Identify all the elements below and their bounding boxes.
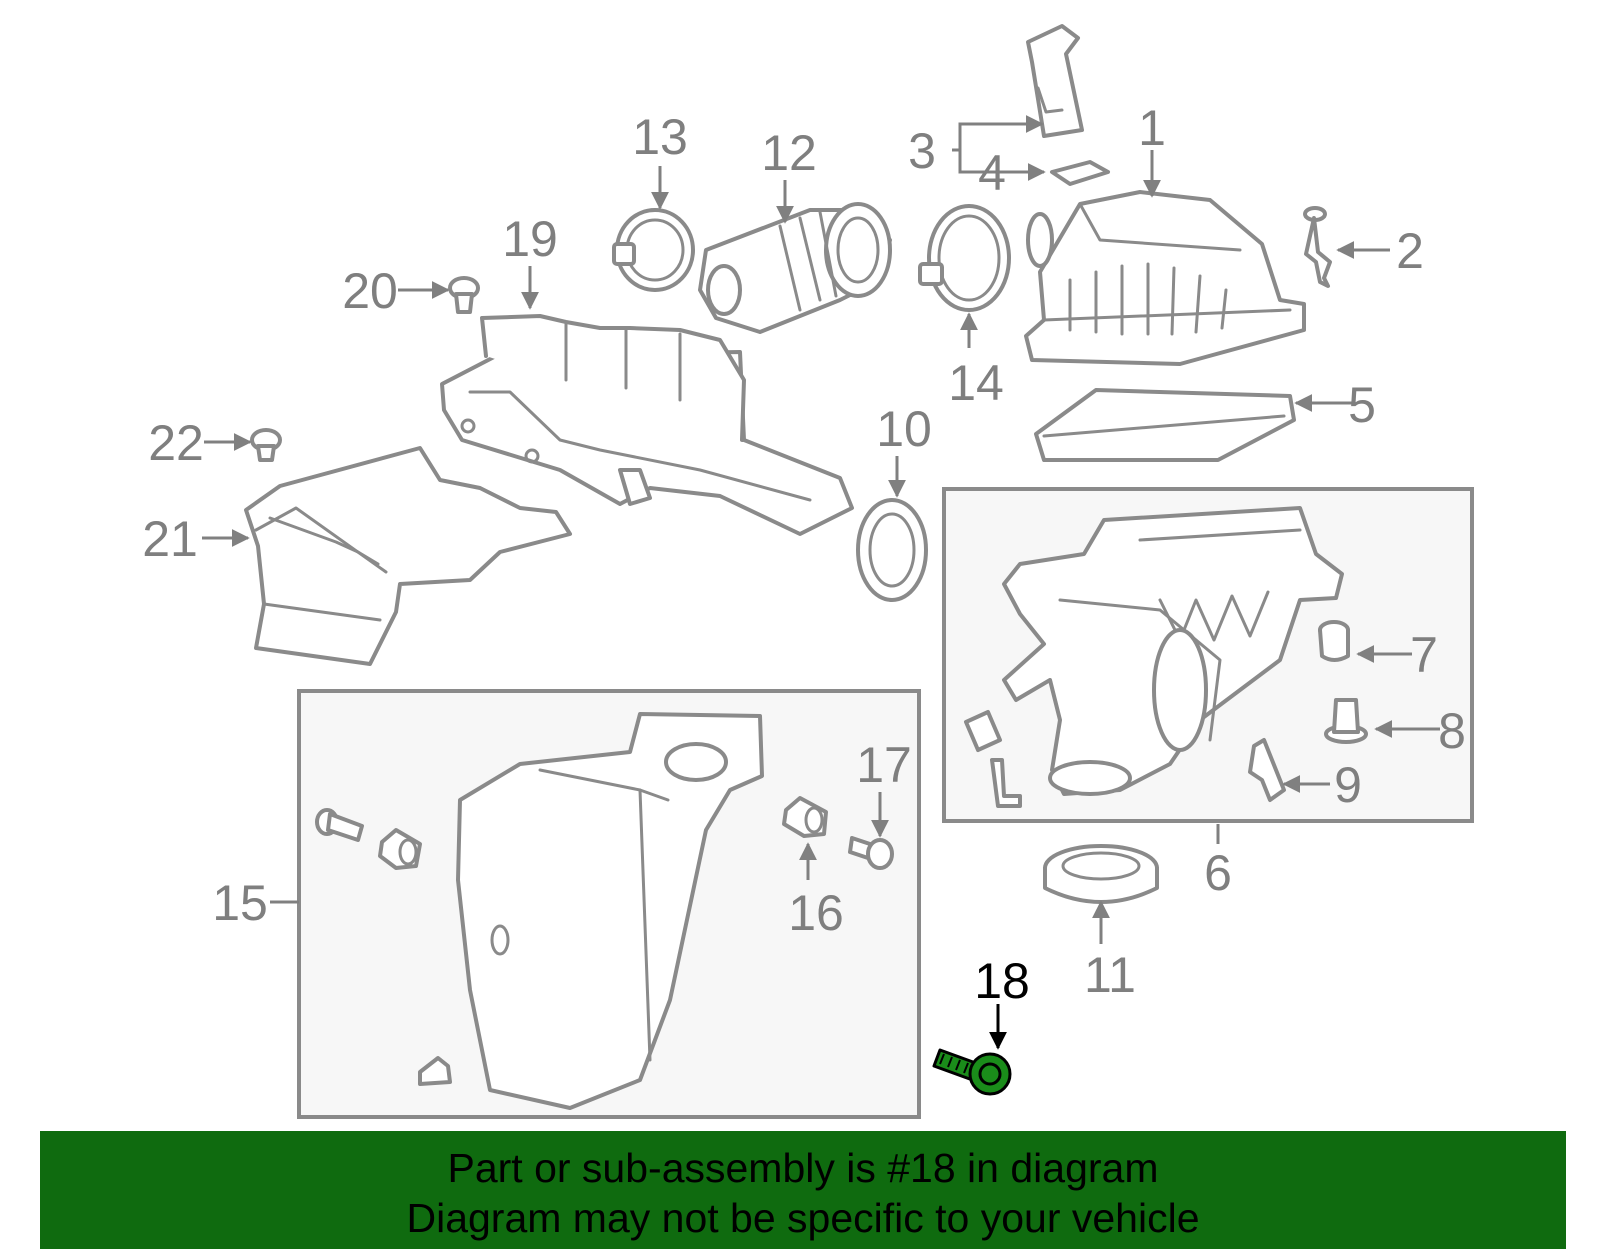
part-9-clip <box>1248 738 1286 802</box>
label-part-10: 10 <box>876 401 932 457</box>
part-15-bolt <box>315 808 364 842</box>
part-16-grommet <box>782 796 828 838</box>
part-17-bolt <box>848 836 894 870</box>
label-part-8: 8 <box>1438 703 1466 759</box>
label-part-18: 18 <box>974 953 1030 1009</box>
label-part-11: 11 <box>1084 947 1136 1003</box>
banner-line-part: Part or sub-assembly is #18 in diagram <box>447 1145 1159 1191</box>
label-part-20: 20 <box>342 263 398 319</box>
label-part-12: 12 <box>761 125 817 181</box>
part-18-bolt-highlighted <box>932 1048 1012 1096</box>
part-2-clip <box>1303 206 1332 288</box>
label-part-6: 6 <box>1204 845 1232 901</box>
label-part-9: 9 <box>1334 757 1362 813</box>
label-part-22: 22 <box>148 415 204 471</box>
part-5-filter <box>1034 388 1296 462</box>
part-14-clamp <box>918 204 1011 312</box>
part-4-gasket <box>1050 160 1110 186</box>
part-6-small-clips <box>964 710 1022 808</box>
part-11-seal <box>1043 844 1159 904</box>
label-part-16: 16 <box>788 885 844 941</box>
label-part-5: 5 <box>1348 377 1376 433</box>
banner-line-disclaimer: Diagram may not be specific to your vehi… <box>406 1195 1200 1241</box>
label-part-4: 4 <box>978 145 1006 201</box>
part-21-inlet <box>244 446 572 666</box>
label-part-2: 2 <box>1396 223 1424 279</box>
part-1-cover <box>1024 190 1306 366</box>
label-part-21: 21 <box>142 511 198 567</box>
label-part-3: 3 <box>908 123 936 179</box>
part-8-grommet <box>1324 698 1368 744</box>
label-part-14: 14 <box>948 355 1004 411</box>
part-6-housing <box>1002 506 1344 796</box>
part-13-clamp <box>612 208 695 292</box>
part-10-seal <box>856 498 928 602</box>
label-part-13: 13 <box>632 109 688 165</box>
part-3-sensor <box>1026 24 1084 138</box>
part-22-clip <box>250 428 282 462</box>
leader-lines <box>202 115 1440 1050</box>
part-20-clip <box>448 276 480 314</box>
part-12-hose <box>698 202 892 334</box>
part-7-grommet <box>1318 620 1350 662</box>
part-15-resonator <box>418 712 764 1110</box>
label-part-17: 17 <box>856 737 912 793</box>
label-part-7: 7 <box>1410 627 1438 683</box>
label-part-15: 15 <box>212 875 268 931</box>
part-19-duct <box>440 314 854 536</box>
label-part-1: 1 <box>1138 100 1166 156</box>
label-part-19: 19 <box>502 211 558 267</box>
part-15-grommet <box>378 828 422 870</box>
info-banner: Part or sub-assembly is #18 in diagram D… <box>40 1131 1566 1249</box>
